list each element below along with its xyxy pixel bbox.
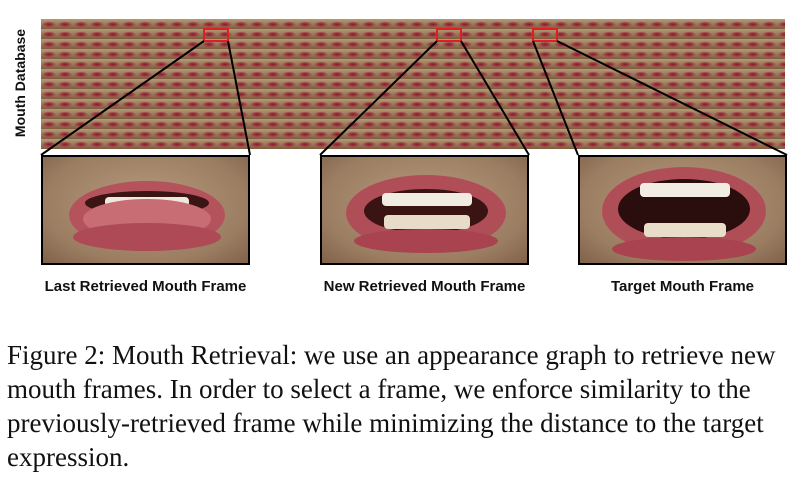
new-frame-highlight	[436, 28, 462, 42]
panel-label-last: Last Retrieved Mouth Frame	[44, 278, 247, 295]
panel-label-target: Target Mouth Frame	[610, 278, 755, 295]
figure-caption: Figure 2: Mouth Retrieval: we use an app…	[7, 340, 776, 472]
panel-label-new: New Retrieved Mouth Frame	[323, 278, 526, 295]
new-retrieved-mouth-image	[320, 155, 529, 265]
target-frame-highlight	[532, 28, 558, 42]
mouth-database-grid	[41, 19, 785, 149]
retrieval-connector-overlay	[40, 28, 788, 156]
mouth-retrieval-figure: Mouth Database	[12, 19, 788, 295]
last-frame-highlight	[203, 28, 229, 42]
last-retrieved-mouth-image	[41, 155, 250, 265]
target-mouth-image	[578, 155, 787, 265]
connector-lines	[40, 40, 788, 156]
